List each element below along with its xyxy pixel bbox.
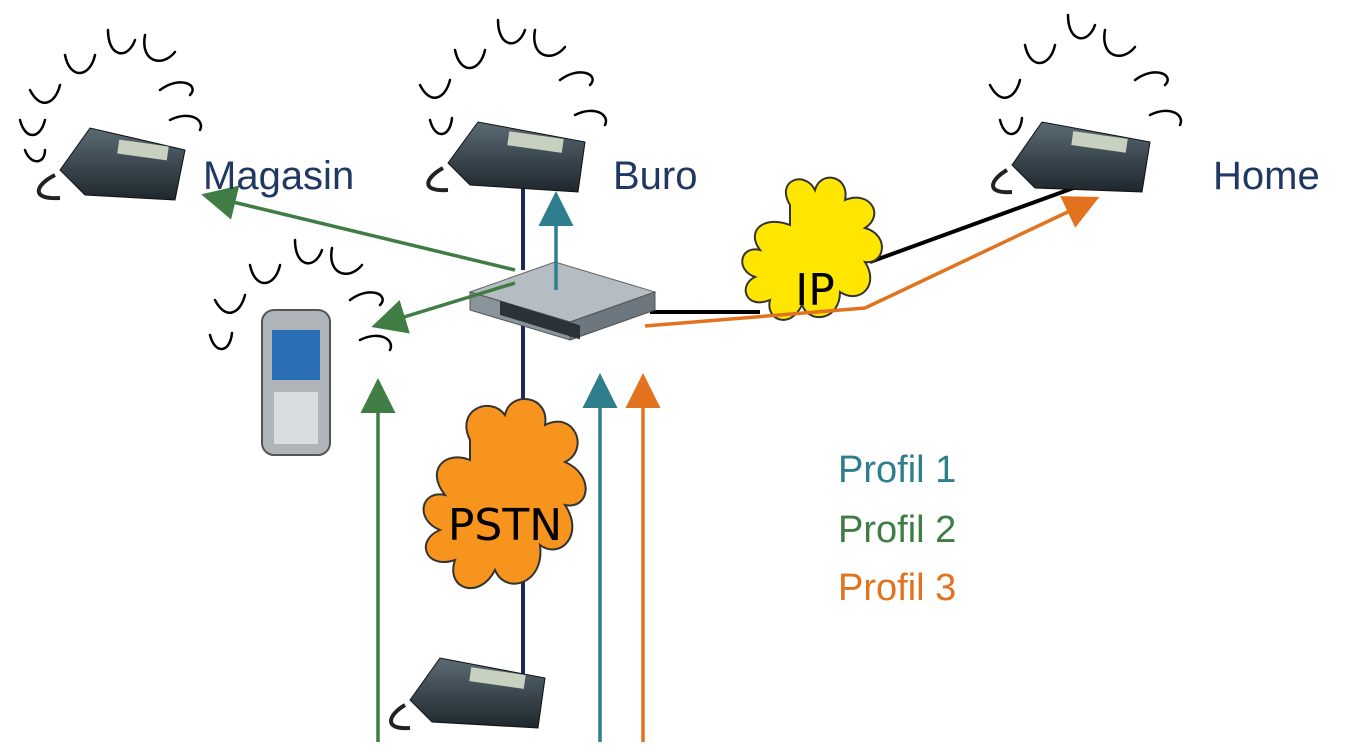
pstn-cloud-shape (422, 398, 587, 589)
node-label-home: Home (1213, 154, 1320, 198)
ip-cloud-shape (741, 176, 883, 321)
network-switch (468, 261, 657, 341)
legend-profile3: Profil 3 (838, 567, 956, 609)
mobile-handset (261, 309, 331, 456)
profile2-arrow-magasin (201, 185, 516, 272)
legend-profile1: Profil 1 (838, 449, 956, 491)
desk-phone-home (991, 121, 1151, 195)
node-label-buro: Buro (613, 154, 698, 198)
legend: Profil 1 Profil 2 Profil 3 (838, 449, 956, 609)
profile2-arrow-mobile (371, 281, 516, 334)
ip-cloud-label: IP (795, 265, 835, 316)
profile-arrows (201, 185, 1100, 742)
pstn-cloud: PSTN (422, 398, 587, 589)
ringing-marks (18, 13, 1183, 352)
ip-cloud: IP (741, 176, 883, 321)
desk-phone-magasin (36, 127, 186, 201)
profile3-arrow-home (644, 196, 1100, 328)
node-label-magasin: Magasin (203, 154, 354, 198)
ip-to-home-cable (869, 180, 1091, 264)
pstn-cloud-label: PSTN (448, 500, 562, 551)
desk-phone-buro (426, 121, 586, 193)
legend-profile2: Profil 2 (838, 509, 956, 551)
desk-phone-pstn (389, 657, 546, 731)
